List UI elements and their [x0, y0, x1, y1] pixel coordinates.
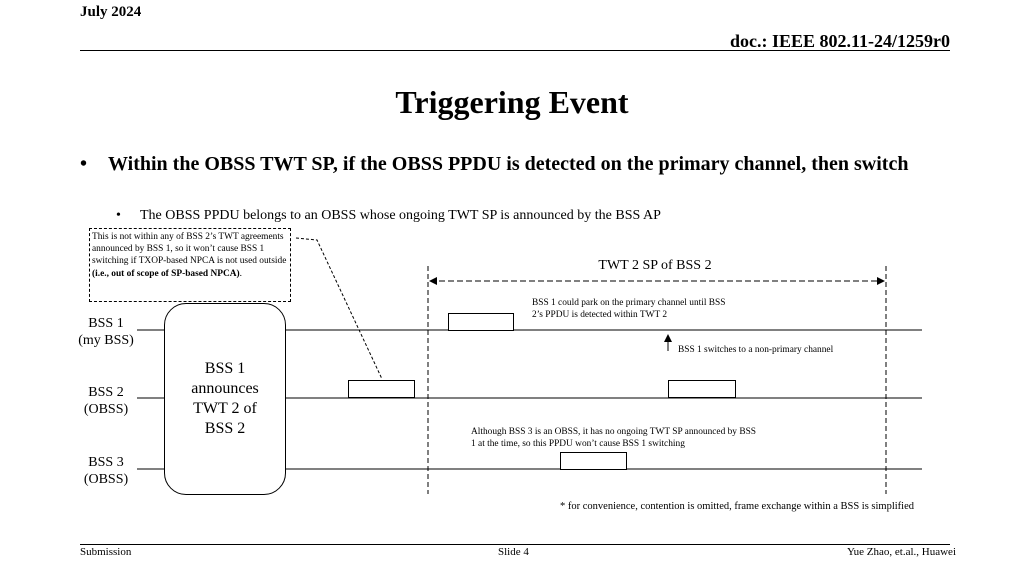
bss1-ppdu: [448, 313, 514, 331]
header-doc-id: doc.: IEEE 802.11-24/1259r0: [729, 31, 950, 51]
footer-submission: Submission: [80, 546, 132, 558]
announce-twt-box: BSS 1 announces TWT 2 of BSS 2: [164, 303, 286, 495]
row-label-bss3: BSS 3 (OBSS): [70, 454, 142, 488]
footer-authors: Yue Zhao, et.al., Huawei: [846, 546, 956, 558]
header-divider: [80, 50, 950, 51]
main-bullet-text: Within the OBSS TWT SP, if the OBSS PPDU…: [108, 153, 909, 175]
announce-text: BSS 1 announces TWT 2 of BSS 2: [191, 360, 259, 437]
note-text: This is not within any of BSS 2’s TWT ag…: [92, 232, 287, 267]
row-label-line2: (OBSS): [83, 472, 129, 487]
note-suffix: .: [239, 268, 242, 279]
switch-note: BSS 1 switches to a non-primary channel: [678, 345, 834, 355]
note-leader-line: [295, 237, 383, 380]
row-label-bss1: BSS 1 (my BSS): [70, 315, 142, 349]
row-label-line1: BSS 3: [88, 455, 124, 470]
out-of-scope-note: This is not within any of BSS 2’s TWT ag…: [89, 228, 291, 302]
header-date: July 2024: [80, 4, 142, 20]
slide-title: Triggering Event: [395, 84, 629, 120]
footnote: * for convenience, contention is omitted…: [560, 501, 915, 512]
row-label-line2: (OBSS): [83, 402, 129, 417]
row-label-bss2: BSS 2 (OBSS): [70, 384, 142, 418]
twt-sp-label: TWT 2 SP of BSS 2: [598, 258, 712, 273]
footer-divider: [80, 544, 950, 545]
bss3-note: Although BSS 3 is an OBSS, it has no ong…: [471, 427, 757, 449]
bullet-glyph: •: [80, 153, 88, 175]
sub-bullet-text: The OBSS PPDU belongs to an OBSS whose o…: [140, 208, 661, 223]
note-bold-text: (i.e., out of scope of SP-based NPCA): [92, 268, 240, 279]
footer-slide-number: Slide 4: [498, 546, 529, 558]
bss2-ppdu-before-sp: [348, 380, 415, 398]
row-label-line2: (my BSS): [78, 333, 134, 348]
bss2-ppdu-in-sp: [668, 380, 736, 398]
row-label-line1: BSS 2: [88, 385, 124, 400]
bss3-ppdu: [560, 452, 627, 470]
park-note: BSS 1 could park on the primary channel …: [532, 298, 726, 320]
sub-bullet-glyph: •: [116, 208, 121, 223]
row-label-line1: BSS 1: [88, 316, 124, 331]
